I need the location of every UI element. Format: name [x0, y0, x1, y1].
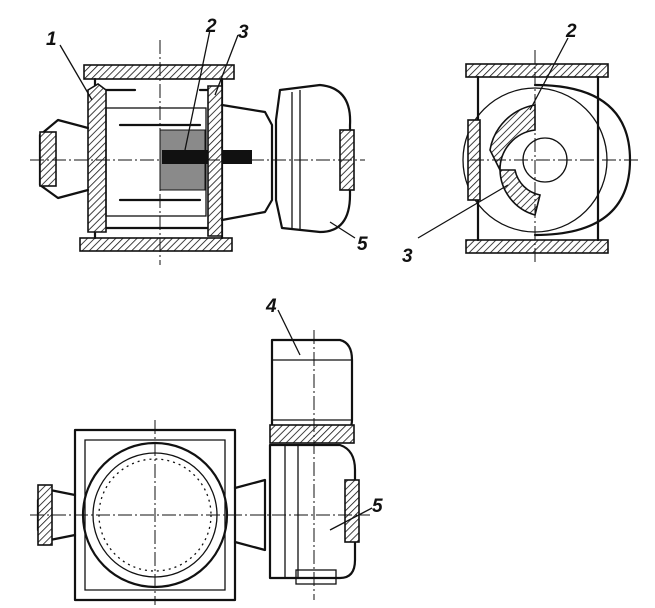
- end-section-view: 2 3: [402, 21, 640, 267]
- bottom-flange: [79, 237, 233, 252]
- callout-3-right: 3: [402, 246, 413, 267]
- bottom-flange-right: [465, 239, 609, 254]
- callout-2: 2: [205, 16, 217, 37]
- gear-motor-plan: [268, 443, 357, 580]
- callout-3: 3: [238, 22, 249, 43]
- top-flange: [83, 64, 235, 80]
- plan-view: 4 5: [30, 296, 383, 605]
- right-housing: [207, 85, 223, 237]
- top-flange-right: [465, 63, 609, 78]
- callout-5: 5: [357, 234, 368, 255]
- callout-5-plan: 5: [372, 496, 383, 517]
- left-cover: [87, 83, 107, 233]
- callout-2-right: 2: [565, 21, 577, 42]
- gear-motor: [274, 83, 352, 234]
- callout-1: 1: [46, 29, 57, 50]
- callout-4: 4: [265, 296, 277, 317]
- electric-motor: [270, 338, 354, 434]
- side-section-view: 1 2 3 5: [30, 16, 368, 265]
